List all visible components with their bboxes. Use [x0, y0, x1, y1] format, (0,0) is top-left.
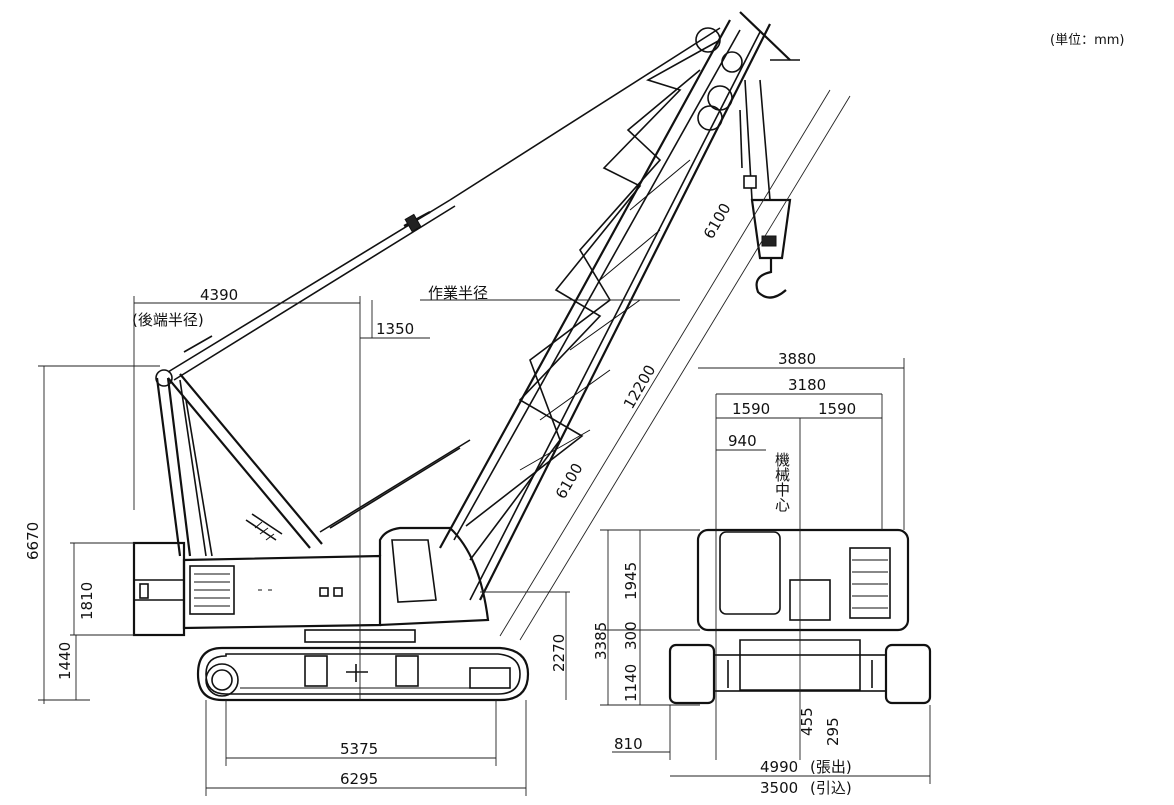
dim-tail-radius: 4390: [200, 286, 238, 304]
dim-ground-295: 295: [824, 717, 842, 746]
dim-width-3880: 3880: [778, 350, 816, 368]
hook-block: [739, 79, 792, 299]
rear-dimensions: 3880 3180 1590 1590 940 機械中心 3385 1945 3…: [592, 350, 931, 797]
dim-cw-clearance: 1440: [56, 642, 74, 680]
label-extended: (張出): [810, 758, 852, 776]
dim-height-1140: 1140: [622, 664, 640, 702]
dim-cab-height: 2270: [550, 634, 568, 672]
dim-boom-tip: 6100: [700, 200, 735, 242]
gantry: [155, 369, 323, 557]
dim-height-300: 300: [622, 621, 640, 650]
dim-height-3385: 3385: [592, 622, 610, 660]
dim-width-3180: 3180: [788, 376, 826, 394]
label-retracted: (引込): [810, 779, 852, 797]
boom: [439, 11, 800, 601]
dim-boom-base: 6100: [552, 460, 587, 502]
dim-width-extended: 4990: [760, 758, 798, 776]
dim-width-retracted: 3500: [760, 779, 798, 797]
dim-half-right: 1590: [818, 400, 856, 418]
dim-tumbler-distance: 5375: [340, 740, 378, 758]
dim-overall-height: 6670: [24, 522, 42, 560]
side-dimensions: 4390 (後端半径) 1350 作業半径 6100 12200 6100 66…: [24, 89, 851, 796]
side-view: 4390 (後端半径) 1350 作業半径 6100 12200 6100 66…: [24, 11, 851, 796]
pendant-ropes: [167, 27, 721, 533]
dim-shoe-810: 810: [614, 735, 643, 753]
dim-1350: 1350: [376, 320, 414, 338]
dim-body-height: 1810: [78, 582, 96, 620]
label-working-radius: 作業半径: [428, 284, 488, 302]
unit-label: (単位：mm): [1050, 32, 1124, 48]
rear-view: 3880 3180 1590 1590 940 機械中心 3385 1945 3…: [592, 350, 932, 797]
dim-boom-length: 12200: [620, 362, 659, 412]
dim-crawler-length: 6295: [340, 770, 378, 788]
dim-offset-940: 940: [728, 432, 757, 450]
dim-ground-455: 455: [798, 707, 816, 736]
crawler-track: [196, 646, 530, 702]
counterweight: [132, 541, 186, 637]
dim-half-left: 1590: [732, 400, 770, 418]
rear-body: [696, 528, 910, 632]
label-machine-center: 機械中心: [773, 452, 791, 512]
dim-height-1945: 1945: [622, 562, 640, 600]
label-tail-radius: (後端半径): [132, 311, 204, 329]
